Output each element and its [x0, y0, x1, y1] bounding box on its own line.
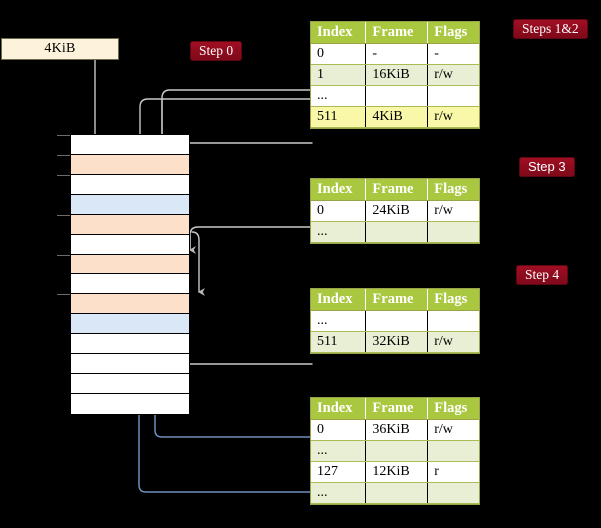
column-header-frame: Frame — [365, 289, 429, 311]
memory-frame-page-table-8 — [57, 294, 189, 315]
page-table-cell-flags — [427, 440, 479, 462]
badge-step-4: Step 4 — [516, 265, 569, 285]
page-table-cell-index: ... — [311, 482, 367, 504]
page-table-cell-flags: r/w — [427, 419, 479, 441]
page-table-cell-frame: 12KiB — [365, 461, 429, 483]
column-header-index: Index — [311, 398, 367, 420]
page-table-cell-flags — [427, 482, 479, 504]
memory-frame-empty-5 — [71, 234, 189, 255]
memory-frame-empty-12 — [71, 374, 189, 394]
column-header-flags: Flags — [427, 22, 479, 44]
badge-step-4-label: Step 4 — [525, 267, 560, 282]
page-table-cell-frame — [365, 440, 429, 462]
page-table-cell-flags — [427, 85, 479, 107]
memory-frame-tick — [57, 254, 70, 256]
page-table-cell-flags: r/w — [427, 64, 479, 86]
memory-frame-data-9 — [71, 314, 189, 335]
page-table-cell-frame — [365, 85, 429, 107]
column-header-flags: Flags — [427, 289, 479, 311]
badge-step-3-label: Step 3 — [528, 159, 566, 174]
page-table-cell-index: 0 — [311, 419, 367, 441]
memory-frame-empty-0 — [57, 135, 189, 155]
page-table-cell-index: 127 — [311, 461, 367, 483]
page-table-row: ... — [311, 221, 479, 243]
page-table-cell-frame: - — [365, 43, 429, 65]
column-header-index: Index — [311, 179, 367, 201]
column-header-flags: Flags — [427, 179, 479, 201]
page-table-cell-frame — [365, 310, 429, 332]
page-table-row: ... — [311, 482, 479, 504]
column-header-frame: Frame — [365, 179, 429, 201]
badge-step-3: Step 3 — [519, 157, 575, 177]
physical-memory-column — [57, 134, 190, 415]
page-table-cell-frame: 16KiB — [365, 64, 429, 86]
memory-frame-tick — [57, 154, 70, 156]
memory-frame-page-table-1 — [57, 154, 189, 175]
memory-frame-page-table-4 — [57, 214, 189, 235]
badge-step-0: Step 0 — [190, 41, 243, 61]
page-table-cell-flags: r/w — [427, 200, 479, 222]
page-table-row: ... — [311, 85, 479, 107]
page-table-cell-index: ... — [311, 310, 367, 332]
page-table-cell-index: 0 — [311, 200, 367, 222]
page-table-row: 0-- — [311, 43, 479, 65]
badge-steps-1-2: Steps 1&2 — [513, 19, 588, 39]
page-table-cell-flags: r/w — [427, 106, 479, 128]
memory-frame-tick — [57, 135, 70, 136]
page-table-row: ... — [311, 440, 479, 462]
badge-steps-1-2-label: Steps 1&2 — [522, 21, 579, 36]
page-table-cell-frame: 32KiB — [365, 331, 429, 353]
column-header-flags: Flags — [427, 398, 479, 420]
page-table-cell-flags — [427, 221, 479, 243]
page-table-cell-frame: 36KiB — [365, 419, 429, 441]
page-table-cell-flags: - — [427, 43, 479, 65]
page-table-cell-flags: r/w — [427, 331, 479, 353]
memory-frame-tick — [57, 214, 70, 216]
page-table-cell-index: ... — [311, 440, 367, 462]
page-table-cell-index: ... — [311, 85, 367, 107]
memory-frame-empty-10 — [71, 334, 189, 355]
column-header-index: Index — [311, 22, 367, 44]
memory-frame-data-3 — [71, 194, 189, 215]
page-table-cell-frame: 24KiB — [365, 200, 429, 222]
column-header-frame: Frame — [365, 398, 429, 420]
page-table-cell-frame — [365, 482, 429, 504]
page-table-cell-flags — [427, 310, 479, 332]
page-table-cell-flags: r — [427, 461, 479, 483]
page-table-cell-index: ... — [311, 221, 367, 243]
page-table-cell-frame: 4KiB — [365, 106, 429, 128]
column-header-index: Index — [311, 289, 367, 311]
page-table-cell-index: 511 — [311, 106, 367, 128]
source-frame-label: 4KiB — [44, 41, 76, 56]
memory-frame-empty-11 — [71, 354, 189, 375]
page-table-cell-index: 1 — [311, 64, 367, 86]
memory-frame-tick — [57, 174, 70, 176]
memory-frame-page-table-6 — [57, 254, 189, 275]
memory-frame-tick — [57, 294, 70, 296]
source-frame-box: 4KiB — [1, 38, 119, 60]
page-table-row: ... — [311, 310, 479, 332]
page-table-cell-frame — [365, 221, 429, 243]
memory-frame-empty-13 — [71, 393, 189, 414]
memory-frame-empty-2 — [57, 174, 189, 195]
badge-step-0-label: Step 0 — [199, 43, 234, 58]
memory-frame-empty-7 — [71, 274, 189, 295]
page-table-cell-index: 511 — [311, 331, 367, 353]
column-header-frame: Frame — [365, 22, 429, 44]
page-table-cell-index: 0 — [311, 43, 367, 65]
